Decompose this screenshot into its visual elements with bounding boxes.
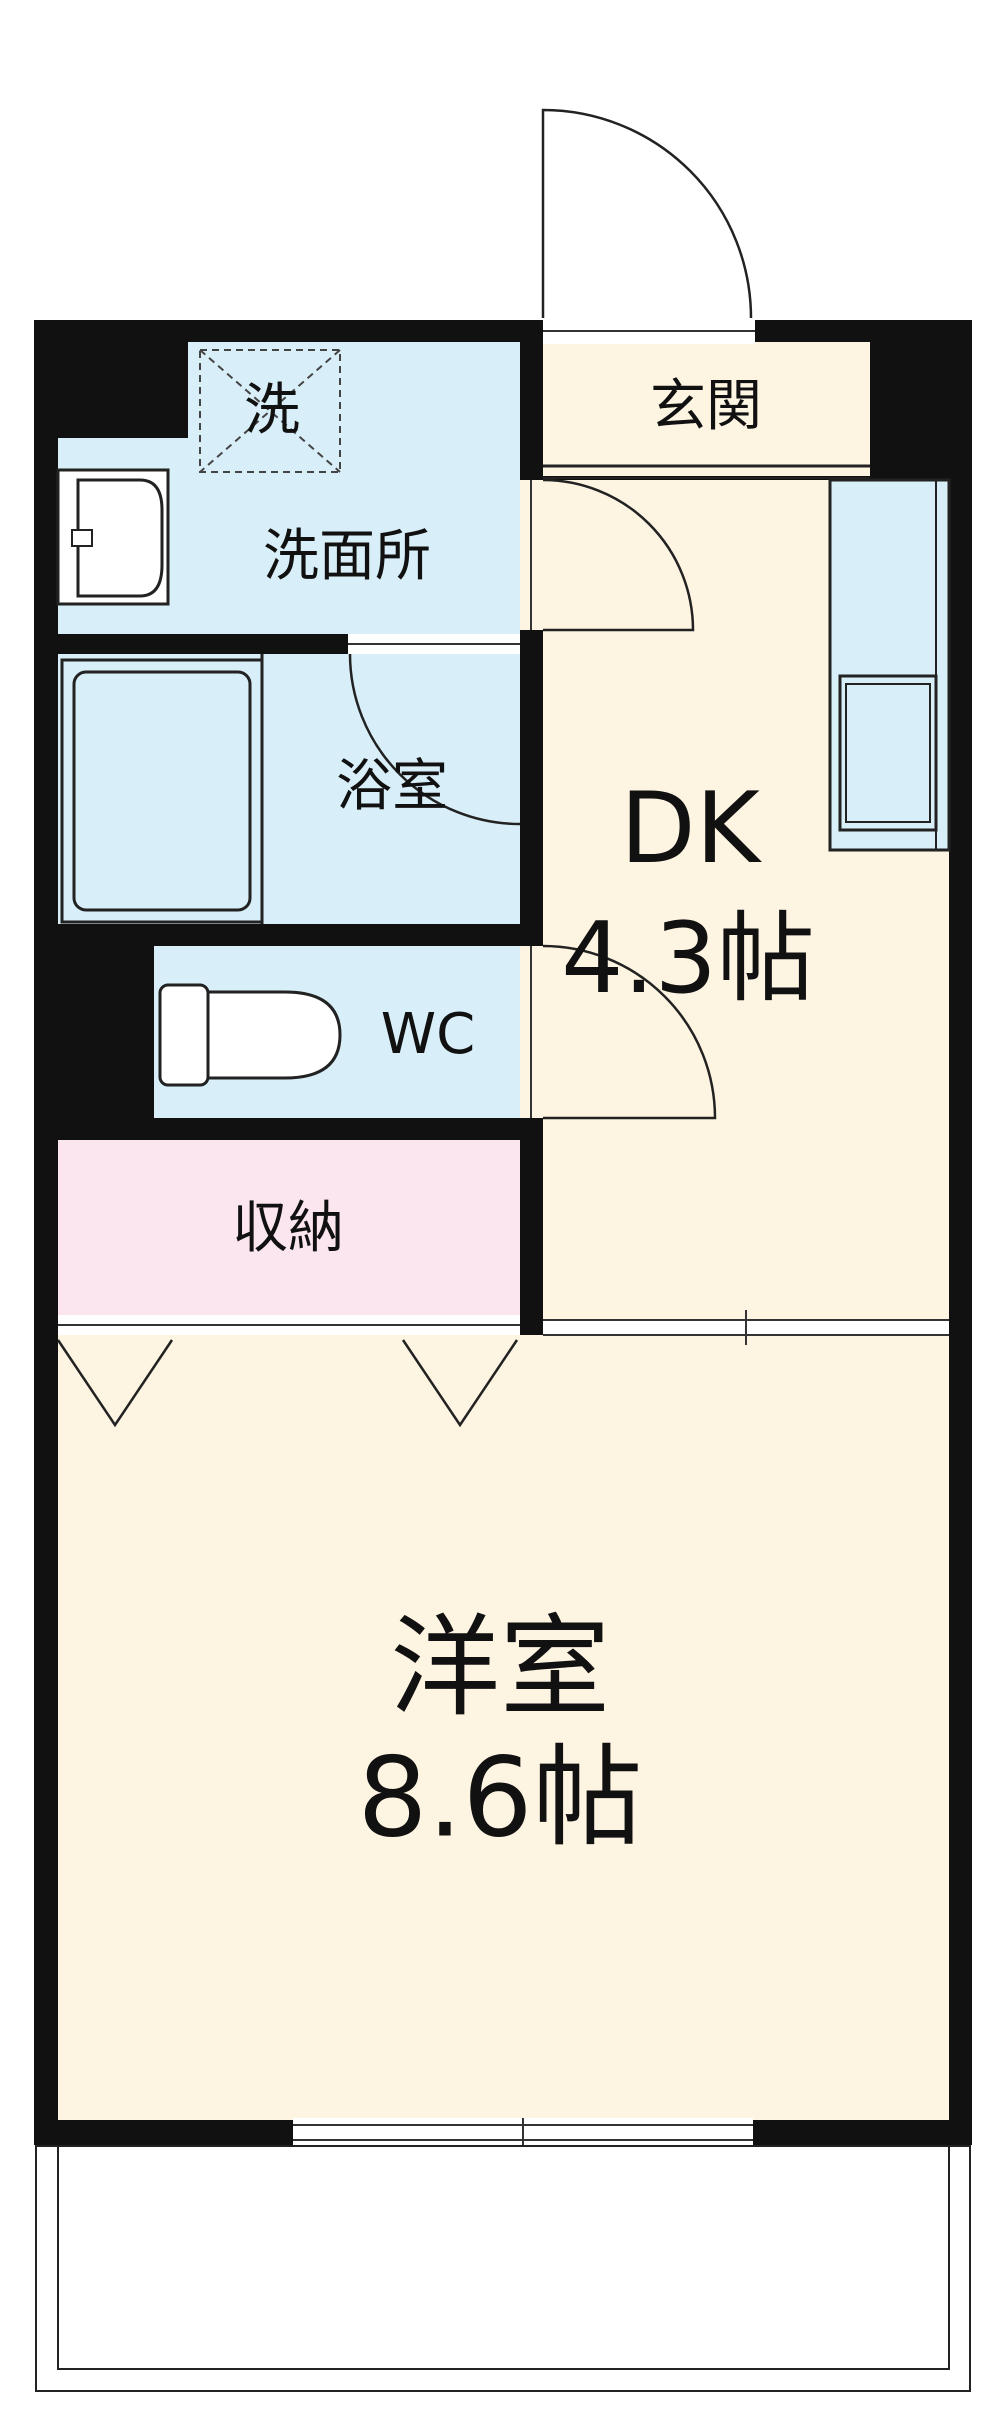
washer-pan-area (190, 342, 340, 438)
bathtub-icon (60, 658, 264, 924)
washroom-door-swing (542, 478, 695, 632)
bathroom-door-swing (348, 653, 521, 826)
storage-folding-door-right (401, 1339, 519, 1428)
entrance-door-swing (541, 108, 753, 319)
toilet-icon (158, 983, 342, 1087)
washbasin-icon (56, 468, 170, 606)
storage-folding-door-left (56, 1339, 174, 1428)
washroom-label: 洗面所 (263, 524, 431, 589)
washroom-corner-wall (58, 342, 188, 438)
western-room-area (58, 1335, 949, 2120)
dk-size-label: 4.3帖 (561, 902, 815, 1016)
kitchen-sink-icon (838, 674, 938, 832)
washer-label: 洗 (244, 378, 300, 443)
toilet-label: WC (381, 1002, 475, 1067)
western-room-size-label: 8.6帖 (358, 1733, 643, 1861)
entrance-area (543, 342, 870, 476)
storage-area (58, 1140, 520, 1315)
washing-machine-pan-icon (199, 349, 341, 473)
entrance-label: 玄関 (650, 374, 762, 439)
toilet-door-swing (542, 944, 717, 1120)
bathroom-label: 浴室 (336, 754, 448, 819)
western-room-label: 洋室 (390, 1603, 610, 1731)
balcony (35, 2145, 971, 2392)
storage-label: 収納 (232, 1196, 344, 1261)
dk-label: DK (620, 772, 762, 886)
